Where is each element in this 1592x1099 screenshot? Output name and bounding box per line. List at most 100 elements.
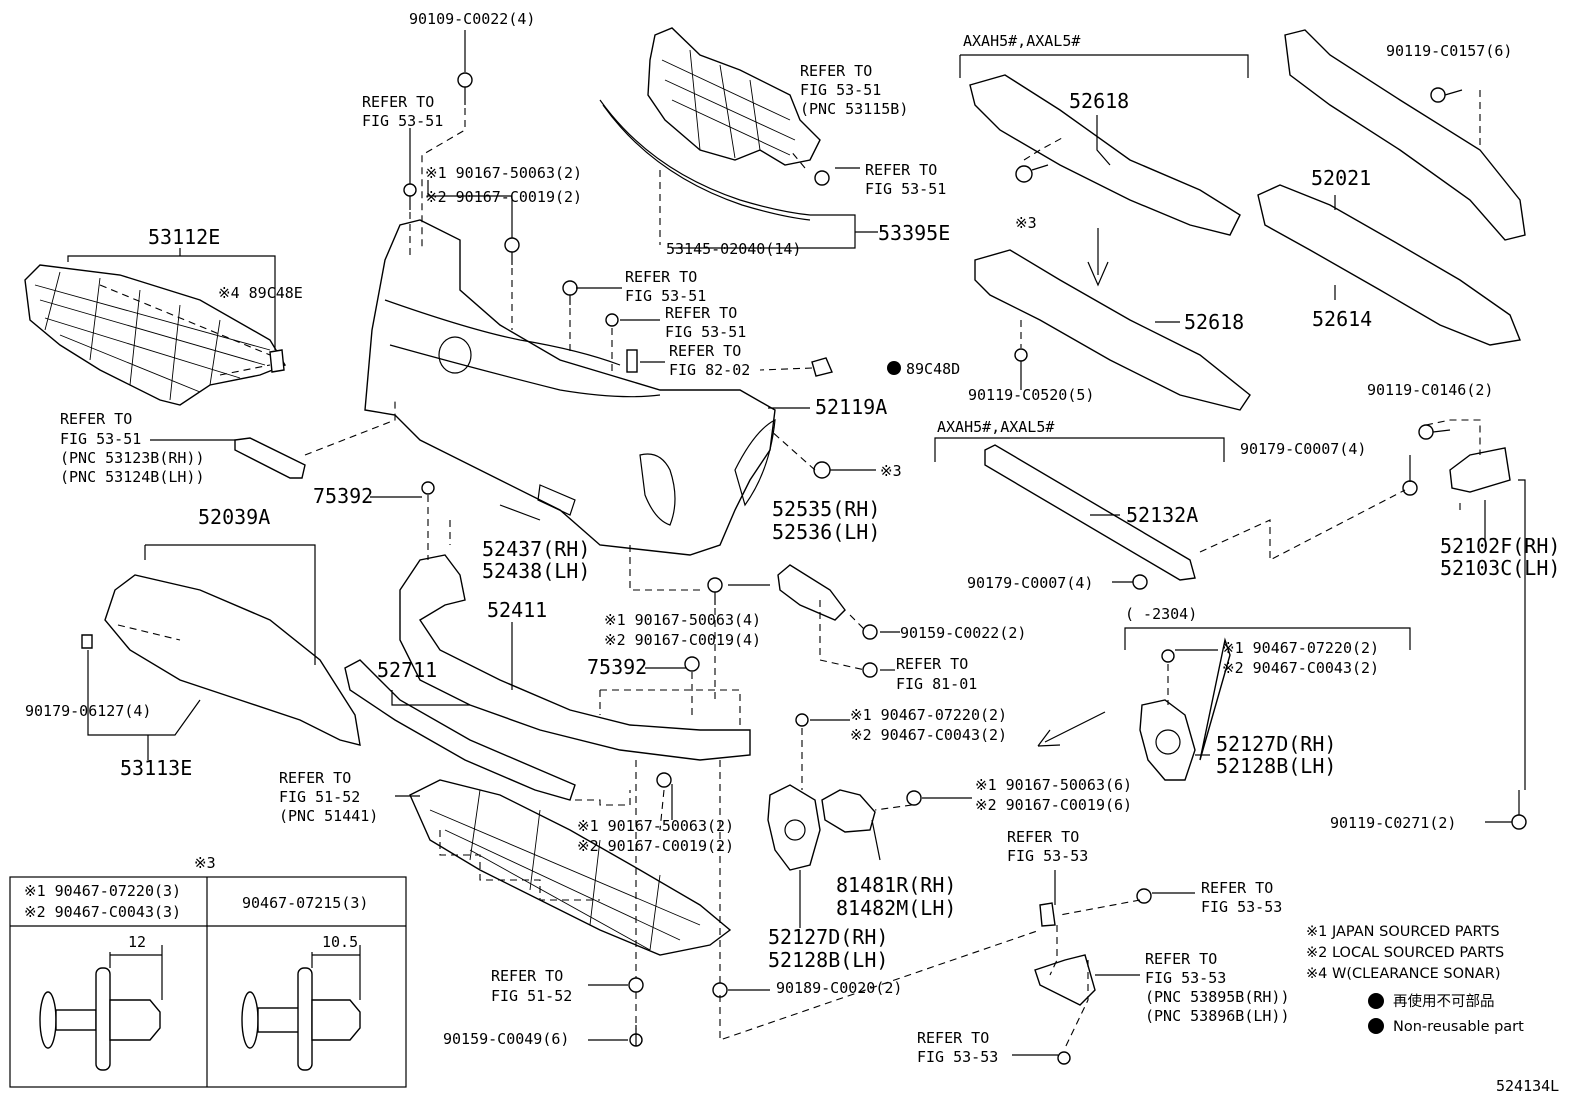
label-range-2304: ( -2304) (1125, 605, 1197, 623)
inset-dim-right: 10.5 (322, 933, 358, 951)
fog-cover-right-drawing (1139, 699, 1196, 781)
label-52535: 52535(RH) (772, 497, 880, 521)
label-52128b-a: 52128B(LH) (1216, 754, 1336, 778)
label-refer-mid-c1: REFER TO (669, 342, 741, 360)
label-52438: 52438(LH) (482, 559, 590, 583)
label-star2-d: ※2 90167-C0019(2) (577, 837, 734, 855)
reinforcement-52132a-drawing (984, 444, 1196, 581)
bumper-cover-drawing (364, 219, 776, 556)
label-refer-top-a2: FIG 53-51 (362, 112, 443, 130)
legend-star1: ※1 JAPAN SOURCED PARTS (1306, 924, 1500, 940)
grille-molding-drawing (599, 99, 811, 216)
label-53113e: 53113E (120, 756, 192, 780)
label-axah-b: AXAH5#,AXAL5# (937, 418, 1054, 436)
leader-lines (67, 30, 1526, 1056)
label-52119a: 52119A (815, 395, 887, 419)
label-refer-mid-b2: FIG 53-51 (665, 323, 746, 341)
legend-dot-en (1368, 1018, 1384, 1034)
label-star3-a: ※3 (880, 462, 902, 480)
label-star2-c: ※2 90467-C0043(2) (850, 726, 1007, 744)
label-refer-51-2: FIG 51-52 (279, 788, 360, 806)
label-refer-left2: FIG 53-51 (60, 430, 141, 448)
label-refer-51-1: REFER TO (279, 769, 351, 787)
label-refer-mid-c2: FIG 82-02 (669, 361, 750, 379)
label-52618-a: 52618 (1069, 89, 1129, 113)
label-52437: 52437(RH) (482, 537, 590, 561)
inset-box: ※3 ※1 90467-07220(3) ※2 90467-C0043(3) 9… (9, 854, 407, 1088)
label-star2-a: ※2 90167-C0019(2) (425, 188, 582, 206)
absorber-52614-drawing (1257, 184, 1521, 346)
fog-cover-lower-drawing (767, 784, 821, 871)
bumper-extension-52411-drawing (399, 554, 751, 761)
label-90189: 90189-C0020(2) (776, 979, 902, 997)
label-refer-clip2: FIG 53-51 (865, 180, 946, 198)
inset-left-line2: ※2 90467-C0043(3) (24, 903, 181, 921)
label-refer-51b-2: FIG 51-52 (491, 987, 572, 1005)
label-52536: 52536(LH) (772, 520, 880, 544)
label-52127d-b: 52127D(RH) (768, 925, 888, 949)
skid-plate-52039a-drawing (104, 574, 361, 746)
label-refer-51b-1: REFER TO (491, 967, 563, 985)
diagram-code: 524134L (1496, 1077, 1559, 1095)
label-52039a: 52039A (198, 505, 270, 529)
label-refer-left3: (PNC 53123B(RH)) (60, 449, 205, 467)
label-refer-left1: REFER TO (60, 410, 132, 428)
label-52618-b: 52618 (1184, 310, 1244, 334)
label-refer-grille1: REFER TO (800, 62, 872, 80)
label-refer-grille2: FIG 53-51 (800, 81, 881, 99)
label-90119-c0146: 90119-C0146(2) (1367, 381, 1493, 399)
reinforcement-52021-drawing (1284, 29, 1526, 241)
absorber-52618-lower-drawing (974, 249, 1251, 411)
label-53145: 53145-02040(14) (666, 240, 801, 258)
label-52411: 52411 (487, 598, 547, 622)
label-refer-grille3: (PNC 53115B) (800, 100, 908, 118)
label-refer-mid-b1: REFER TO (665, 304, 737, 322)
label-refer-81-2: FIG 81-01 (896, 675, 977, 693)
label-53112e: 53112E (148, 225, 220, 249)
label-refer-53-53d-2: FIG 53-53 (917, 1048, 998, 1066)
label-star2-e: ※2 90167-C0019(6) (975, 796, 1132, 814)
label-refer-53-53b-2: FIG 53-53 (1201, 898, 1282, 916)
label-refer-53-53d-1: REFER TO (917, 1029, 989, 1047)
label-star1-b: ※1 90167-50063(4) (604, 611, 761, 629)
inset-title: ※3 (194, 854, 216, 872)
label-refer-53-53b-1: REFER TO (1201, 879, 1273, 897)
undercover-drawing (409, 779, 732, 956)
label-refer-53-53c-1: REFER TO (1145, 950, 1217, 968)
side-bracket-drawing (1034, 954, 1096, 1006)
label-90159-a: 90159-C0022(2) (900, 624, 1026, 642)
nonreusable-marker-89c48d (887, 361, 901, 375)
label-axah-a: AXAH5#,AXAL5# (963, 32, 1080, 50)
legend-dot-jp (1368, 993, 1384, 1009)
fasteners (81, 72, 1527, 1065)
label-52102f: 52102F(RH) (1440, 534, 1560, 558)
label-89c48e: ※4 89C48E (218, 284, 303, 302)
bracket-52102f-drawing (1449, 447, 1511, 493)
legend-nonreuse-en: Non-reusable part (1393, 1019, 1524, 1035)
label-star1-d: ※1 90167-50063(2) (577, 817, 734, 835)
label-refer-53-53c-2: FIG 53-53 (1145, 969, 1226, 987)
label-90119-c0271: 90119-C0271(2) (1330, 814, 1456, 832)
label-refer-53-53a-2: FIG 53-53 (1007, 847, 1088, 865)
label-52021: 52021 (1311, 166, 1371, 190)
label-89c48d: 89C48D (906, 360, 960, 378)
label-52127d-a: 52127D(RH) (1216, 732, 1336, 756)
label-52132a: 52132A (1126, 503, 1198, 527)
inset-dim-left: 12 (128, 933, 146, 951)
garnish-52711-drawing (344, 659, 576, 801)
label-star2-f: ※2 90467-C0043(2) (1222, 659, 1379, 677)
legend-star4: ※4 W(CLEARANCE SONAR) (1306, 966, 1501, 982)
label-refer-clip1: REFER TO (865, 161, 937, 179)
direction-arrow (1037, 711, 1106, 747)
bracket-52535-drawing (777, 564, 846, 621)
label-90179-c0007-a: 90179-C0007(4) (1240, 440, 1366, 458)
label-90179-c0007-b: 90179-C0007(4) (967, 574, 1093, 592)
label-star1-f: ※1 90467-07220(2) (1222, 639, 1379, 657)
label-refer-81-1: REFER TO (896, 655, 968, 673)
label-star1-a: ※1 90167-50063(2) (425, 164, 582, 182)
label-refer-mid-a1: REFER TO (625, 268, 697, 286)
label-90119-c0157: 90119-C0157(6) (1386, 42, 1512, 60)
label-refer-53-53c-3: (PNC 53895B(RH)) (1145, 988, 1290, 1006)
inset-left-line1: ※1 90467-07220(3) (24, 882, 181, 900)
